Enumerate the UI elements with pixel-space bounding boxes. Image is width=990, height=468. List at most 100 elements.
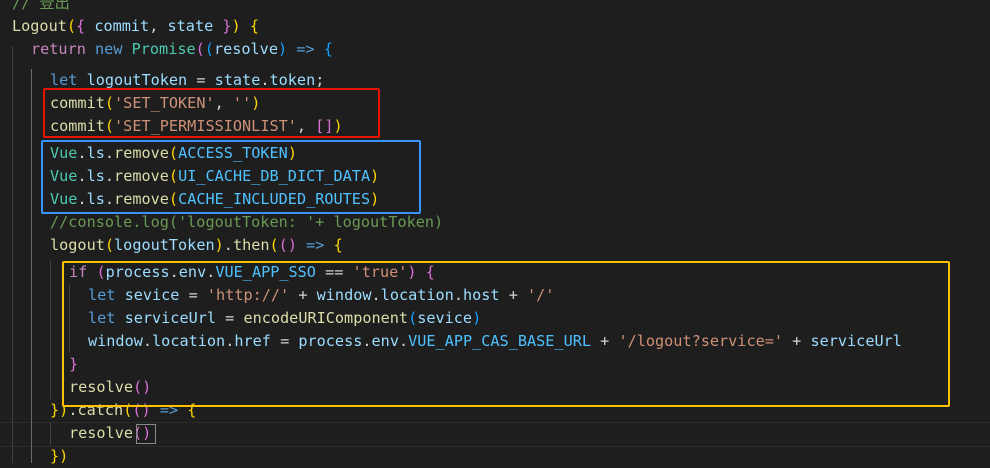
code-token: ls bbox=[86, 190, 105, 208]
code-token bbox=[287, 40, 296, 58]
code-token: . bbox=[362, 332, 372, 350]
code-token: logoutToken bbox=[114, 236, 215, 254]
code-line[interactable]: return new Promise((resolve) => { bbox=[31, 38, 333, 61]
code-token: } bbox=[50, 401, 60, 419]
code-token: env bbox=[178, 263, 207, 281]
code-token: . bbox=[77, 190, 87, 208]
code-line[interactable]: if (process.env.VUE_APP_SSO == 'true') { bbox=[69, 261, 435, 284]
code-token: { bbox=[249, 17, 260, 35]
code-token: ( bbox=[408, 309, 418, 327]
code-token: process bbox=[105, 263, 170, 281]
code-token: ( bbox=[104, 94, 115, 112]
code-token: let bbox=[50, 71, 78, 89]
code-token: . bbox=[68, 401, 78, 419]
code-token: . bbox=[104, 190, 115, 208]
code-token: ( bbox=[204, 40, 214, 58]
code-token bbox=[77, 71, 86, 89]
code-token: 'SET_TOKEN' bbox=[114, 94, 215, 112]
code-token: ( bbox=[66, 17, 77, 35]
yellow-annotation-box bbox=[62, 261, 950, 407]
code-line[interactable]: //console.log('logoutToken: '+ logoutTok… bbox=[50, 211, 443, 234]
code-token: ) bbox=[287, 236, 297, 254]
code-token: . bbox=[371, 286, 381, 304]
code-token: , bbox=[296, 117, 316, 135]
code-line[interactable]: }) bbox=[50, 445, 68, 468]
code-token: ] bbox=[324, 117, 334, 135]
indent-guide bbox=[12, 46, 13, 463]
code-line[interactable]: logout(logoutToken).then(() => { bbox=[50, 234, 343, 257]
code-token: state bbox=[214, 71, 261, 89]
code-token: . bbox=[77, 167, 87, 185]
code-token: { bbox=[323, 40, 333, 58]
code-line[interactable]: commit('SET_PERMISSIONLIST', []) bbox=[50, 115, 343, 138]
code-line[interactable]: let serviceUrl = encodeURIComponent(sevi… bbox=[88, 307, 481, 330]
code-token bbox=[241, 17, 250, 35]
code-token: '' bbox=[232, 94, 252, 112]
code-token: ) bbox=[59, 401, 69, 419]
code-token: ( bbox=[195, 40, 205, 58]
code-token: let bbox=[88, 286, 116, 304]
code-token: ( bbox=[123, 401, 133, 419]
code-line[interactable]: } bbox=[69, 353, 78, 376]
code-token bbox=[122, 40, 131, 58]
code-token: resolve bbox=[69, 424, 134, 442]
code-line[interactable]: resolve() bbox=[69, 376, 151, 399]
code-token: resolve bbox=[213, 40, 278, 58]
code-token: . bbox=[453, 286, 463, 304]
code-token: . bbox=[260, 71, 270, 89]
code-token: ; bbox=[315, 71, 325, 89]
code-token: window bbox=[316, 286, 372, 304]
indent-guide bbox=[69, 284, 70, 353]
code-token bbox=[85, 17, 94, 35]
code-token: then bbox=[232, 236, 270, 254]
code-token: . bbox=[225, 332, 235, 350]
code-line[interactable]: Vue.ls.remove(UI_CACHE_DB_DICT_DATA) bbox=[50, 165, 379, 188]
code-token: sevice bbox=[124, 286, 180, 304]
code-token: location bbox=[152, 332, 226, 350]
code-token: location bbox=[380, 286, 454, 304]
code-token: href bbox=[234, 332, 271, 350]
code-token bbox=[86, 40, 95, 58]
code-token: = bbox=[270, 332, 299, 350]
code-line[interactable]: Logout({ commit, state }) { bbox=[12, 15, 259, 38]
code-token: ( bbox=[278, 236, 288, 254]
code-token: ( bbox=[104, 117, 115, 135]
code-token: commit bbox=[94, 17, 150, 35]
code-token: { bbox=[425, 263, 435, 281]
code-line[interactable]: resolve() bbox=[69, 422, 151, 445]
code-token bbox=[324, 236, 333, 254]
indent-guide bbox=[50, 261, 51, 399]
code-token: // 登出 bbox=[12, 0, 70, 12]
code-token: serviceUrl bbox=[810, 332, 902, 350]
code-token: ( bbox=[133, 424, 143, 442]
code-token: . bbox=[104, 167, 115, 185]
blue-annotation-box bbox=[41, 140, 421, 214]
code-line[interactable]: commit('SET_TOKEN', '') bbox=[50, 92, 260, 115]
code-token: sevice bbox=[417, 309, 473, 327]
code-line[interactable]: let sevice = 'http://' + window.location… bbox=[88, 284, 554, 307]
code-token: ( bbox=[96, 263, 106, 281]
code-token: logoutToken bbox=[86, 71, 188, 89]
code-token: logout bbox=[50, 236, 105, 254]
code-token: { bbox=[76, 17, 86, 35]
code-token: , bbox=[214, 94, 233, 112]
code-token: . bbox=[223, 236, 233, 254]
code-token: ) bbox=[251, 94, 261, 112]
code-token: ) bbox=[370, 167, 380, 185]
code-line[interactable]: // 登出 bbox=[12, 0, 70, 15]
code-line[interactable]: let logoutToken = state.token; bbox=[50, 69, 324, 92]
code-token: return bbox=[31, 40, 86, 58]
code-token: ( bbox=[104, 236, 115, 254]
code-token: ) bbox=[231, 17, 241, 35]
code-token: { bbox=[333, 236, 343, 254]
code-token: Vue bbox=[50, 190, 78, 208]
code-token: remove bbox=[114, 167, 169, 185]
code-token bbox=[297, 236, 306, 254]
code-line[interactable]: Vue.ls.remove(CACHE_INCLUDED_ROUTES) bbox=[50, 188, 379, 211]
code-line[interactable]: Vue.ls.remove(ACCESS_TOKEN) bbox=[50, 142, 297, 165]
code-token: } bbox=[69, 355, 79, 373]
code-line[interactable]: window.location.href = process.env.VUE_A… bbox=[88, 330, 902, 353]
code-token: let bbox=[88, 309, 116, 327]
code-token: . bbox=[169, 263, 179, 281]
